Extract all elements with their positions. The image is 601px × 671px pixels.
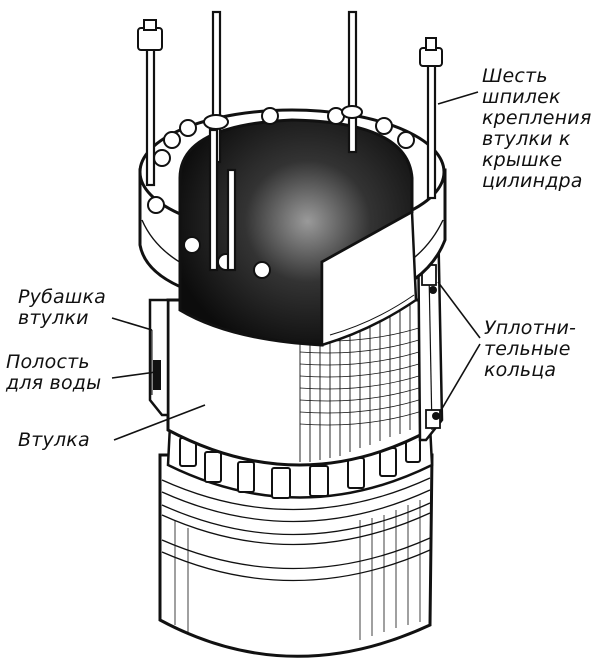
label-jacket-line-1: Рубашка xyxy=(18,286,106,308)
label-studs-line-3: крепления xyxy=(482,107,592,129)
label-studs-line-4: втулки к xyxy=(482,128,571,150)
label-sleeve: Втулка xyxy=(18,430,90,451)
leader-seal-lower xyxy=(439,343,481,413)
label-studs: Шесть шпилек крепления втулки к крышке ц… xyxy=(482,66,591,192)
label-studs-line-1: Шесть xyxy=(482,65,548,87)
leader-sleeve xyxy=(113,404,206,441)
label-water-cavity: Полость для воды xyxy=(6,352,101,394)
label-studs-line-5: крышке xyxy=(482,149,563,171)
flange-nuts xyxy=(147,107,415,279)
leader-cavity xyxy=(111,371,157,379)
label-seals-line-2: тельные xyxy=(484,338,571,360)
label-seals-line-1: Уплотни- xyxy=(484,317,577,339)
label-studs-line-6: цилиндра xyxy=(482,170,583,192)
mounting-studs xyxy=(145,10,437,272)
sleeve-bore xyxy=(178,118,418,347)
label-jacket: Рубашка втулки xyxy=(18,287,106,329)
leader-lines xyxy=(111,91,481,441)
label-studs-line-2: шпилек xyxy=(482,86,561,108)
stud-nuts xyxy=(137,19,443,130)
water-jacket xyxy=(148,298,170,417)
label-seal-rings: Уплотни- тельные кольца xyxy=(484,318,576,381)
label-cavity-line-2: для воды xyxy=(6,372,102,394)
label-cavity-line-1: Полость xyxy=(6,351,90,373)
leader-jacket xyxy=(111,317,153,331)
leader-studs xyxy=(437,91,479,105)
label-sleeve-line-1: Втулка xyxy=(18,429,90,451)
label-seals-line-3: кольца xyxy=(484,359,557,381)
leader-seal-upper xyxy=(437,281,481,339)
sleeve-lower-body xyxy=(158,453,434,658)
label-jacket-line-2: втулки xyxy=(18,307,89,329)
